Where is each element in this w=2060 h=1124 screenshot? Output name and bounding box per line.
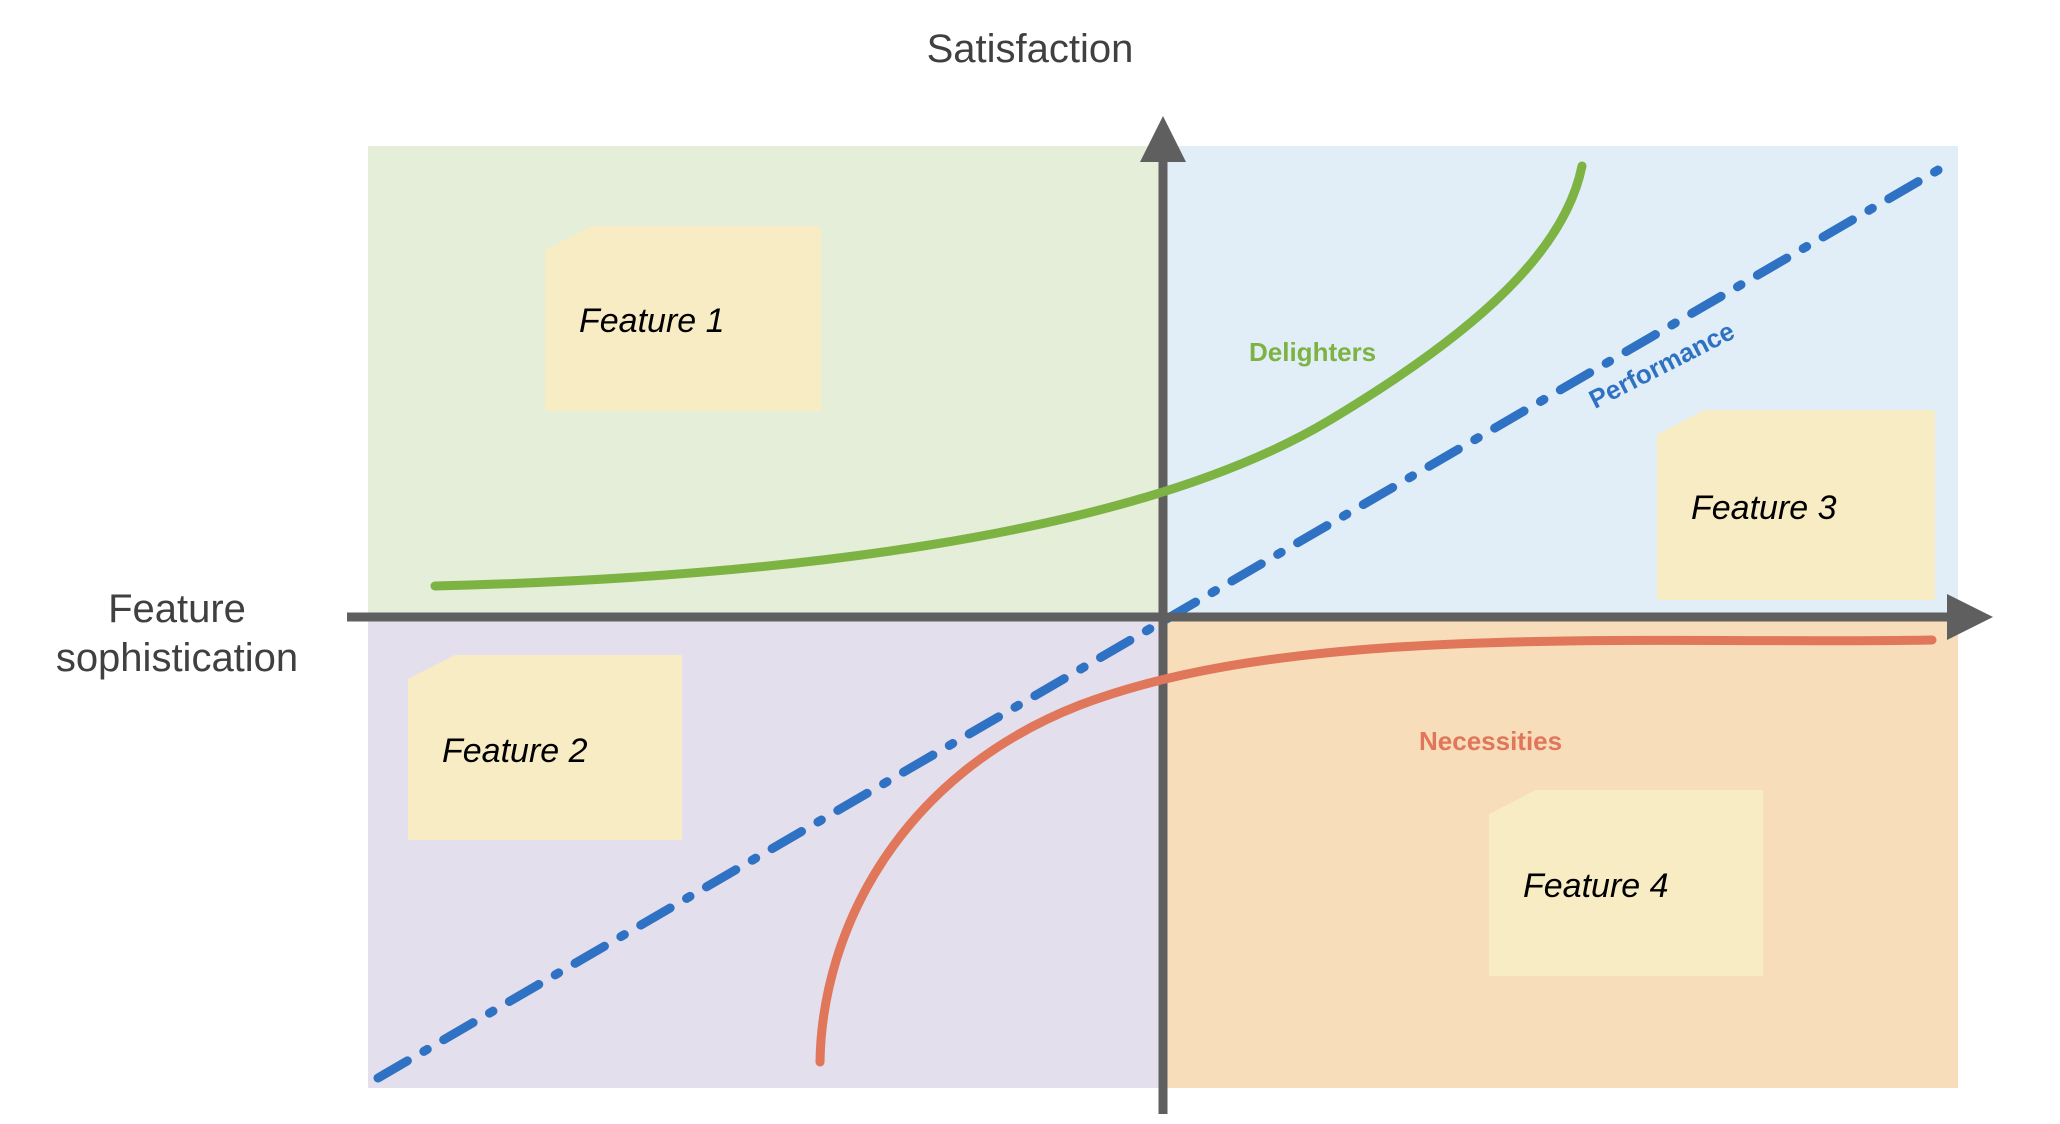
performance-line xyxy=(373,161,1950,1083)
delighters-curve xyxy=(430,161,1587,591)
x-axis-title: Feature sophistication xyxy=(55,587,299,680)
y-axis-arrowhead xyxy=(1140,116,1186,162)
delighters-label: Delighters xyxy=(1249,337,1377,367)
sticky-note-label: Feature 3 xyxy=(1691,488,1837,527)
y-axis-title: Satisfaction xyxy=(926,27,1134,71)
sticky-note-label: Feature 2 xyxy=(442,732,588,770)
sticky-note-label: Feature 1 xyxy=(579,302,725,340)
sticky-note-feature-1[interactable]: Feature 1 xyxy=(545,226,821,411)
sticky-note-feature-3[interactable]: Feature 3 xyxy=(1657,410,1935,600)
sticky-note-feature-4[interactable]: Feature 4 xyxy=(1489,790,1763,976)
necessities-curve xyxy=(815,635,1937,1067)
axis-group xyxy=(347,116,1993,1114)
x-axis-arrowhead xyxy=(1947,594,1993,640)
sticky-note-feature-2[interactable]: Feature 2 xyxy=(408,655,682,840)
sticky-note-label: Feature 4 xyxy=(1523,866,1669,905)
necessities-label: Necessities xyxy=(1419,726,1563,756)
